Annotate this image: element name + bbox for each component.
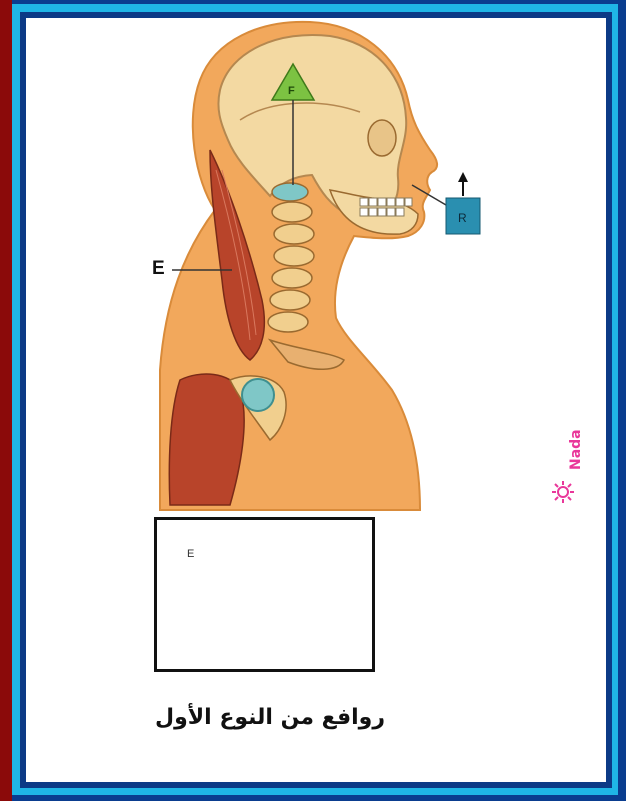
caption-first-class-levers: روافع من النوع الأول xyxy=(150,705,390,730)
resistance-arrow-head xyxy=(458,172,468,182)
eye-orbit xyxy=(368,120,396,156)
resistance-label-head: R xyxy=(458,211,467,225)
effort-label-head: E xyxy=(152,258,165,280)
back-muscle xyxy=(169,374,244,505)
fulcrum-label-head: F xyxy=(288,85,295,97)
watermark-text: Nada xyxy=(568,429,584,470)
lever-diagram-box xyxy=(154,517,375,672)
sun-icon xyxy=(552,481,574,503)
lever-effort-label: E xyxy=(187,548,194,560)
shoulder-joint xyxy=(242,379,274,411)
